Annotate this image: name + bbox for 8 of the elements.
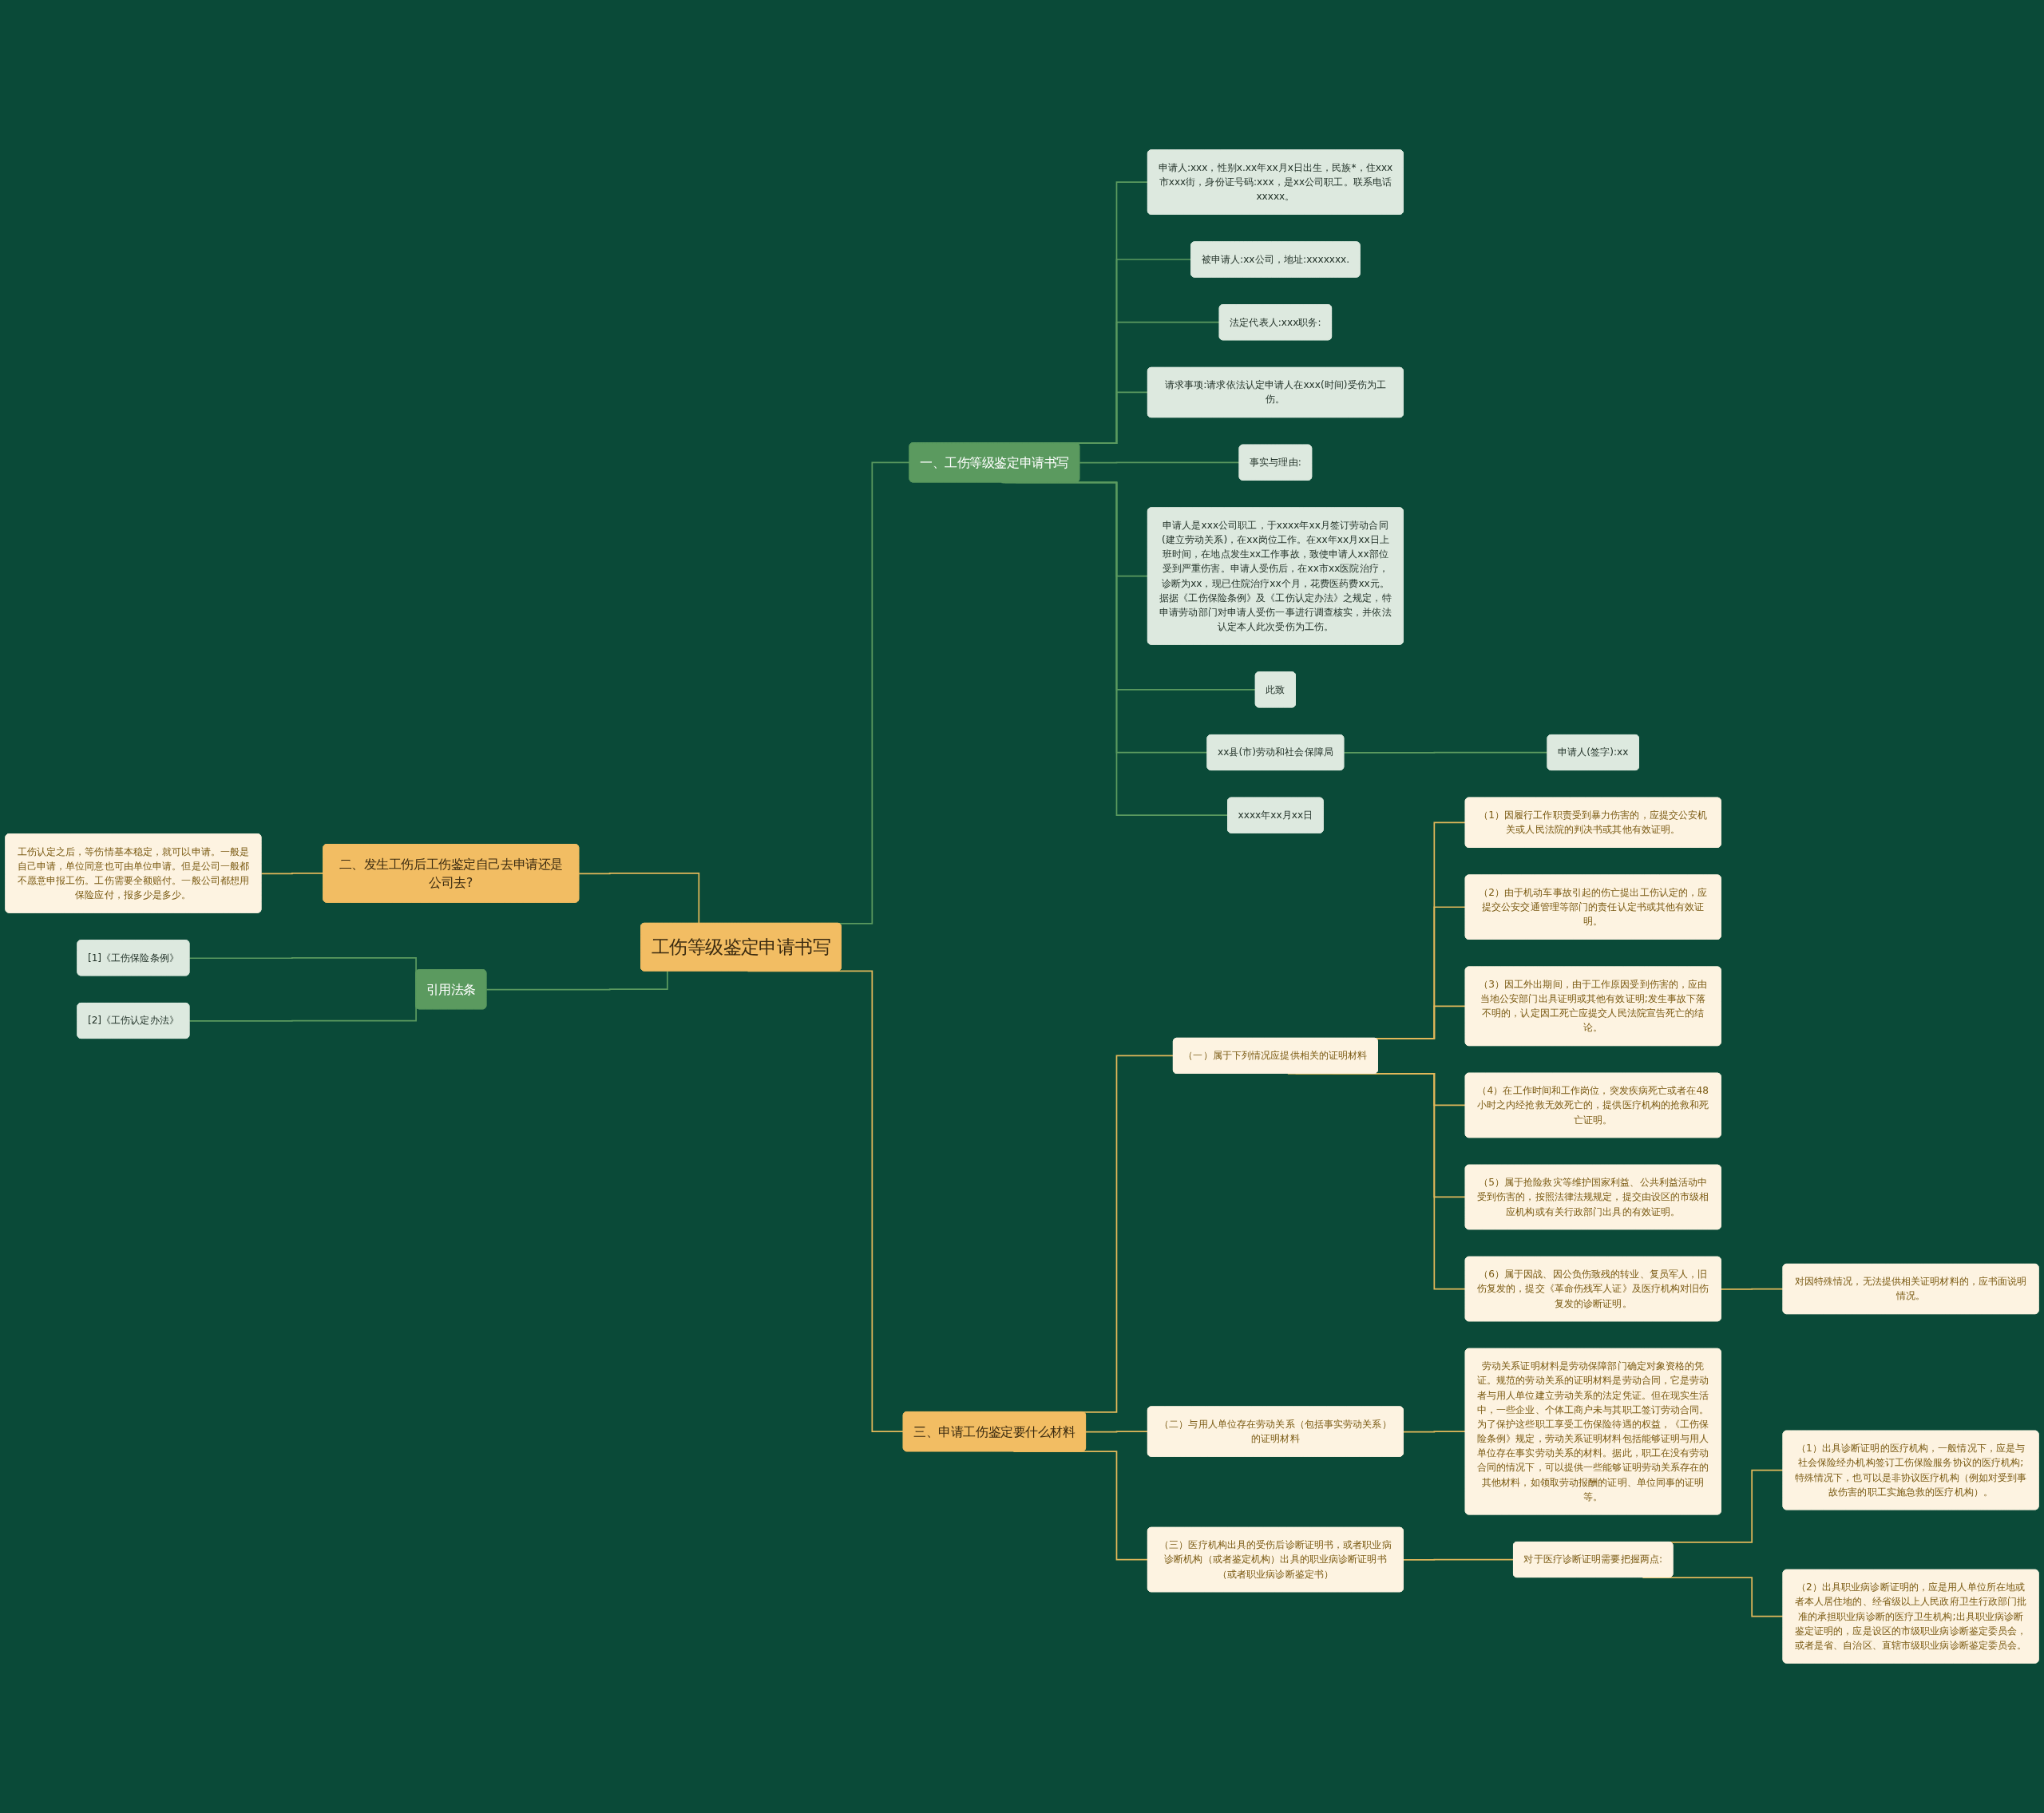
connector xyxy=(578,873,700,924)
connector xyxy=(1085,1431,1149,1433)
connector xyxy=(1343,751,1549,754)
connector xyxy=(485,970,668,991)
connector xyxy=(1079,461,1241,464)
connector xyxy=(1402,1431,1467,1433)
connector xyxy=(1402,1558,1515,1561)
connector xyxy=(1720,1288,1785,1290)
